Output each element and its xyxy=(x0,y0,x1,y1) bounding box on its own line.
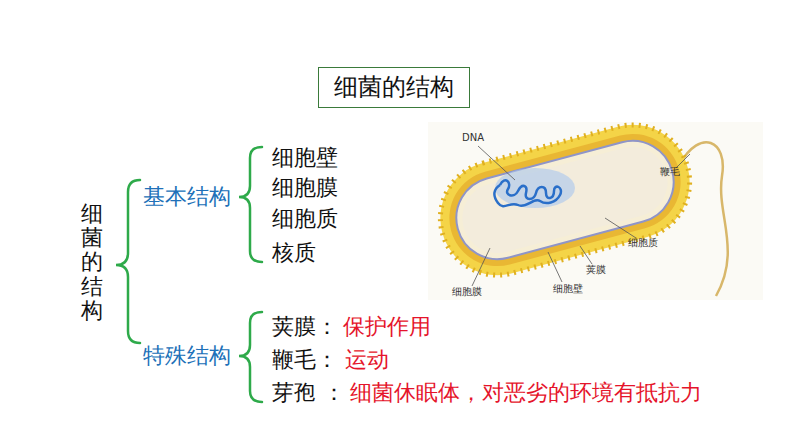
nucleoid xyxy=(495,168,575,208)
category-label: 基本结构 xyxy=(143,184,231,210)
capsule xyxy=(428,112,703,288)
bacterium-figure xyxy=(428,112,763,300)
part-label: 细胞壁 xyxy=(553,283,583,295)
brace xyxy=(239,147,262,262)
leader-line xyxy=(676,154,690,168)
category-label: 特殊结构 xyxy=(143,343,231,369)
structure-name: 核质 xyxy=(272,240,316,266)
function-note: 保护作用 xyxy=(343,314,431,340)
part-label: 细胞膜 xyxy=(452,286,482,298)
leader-line xyxy=(478,146,515,180)
flagellum xyxy=(680,142,728,296)
vertical-heading: 细菌的结构 xyxy=(81,202,103,323)
leader-line xyxy=(580,246,592,264)
title-text: 细菌的结构 xyxy=(334,73,454,102)
cell-membrane xyxy=(447,132,683,269)
part-label: DNA xyxy=(462,132,484,144)
leader-line xyxy=(472,248,490,286)
function-note: 运动 xyxy=(345,347,389,373)
part-label: 鞭毛 xyxy=(660,166,680,178)
structure-name: 细胞质 xyxy=(272,206,338,232)
structure-name: 荚膜： xyxy=(272,314,338,340)
structure-name: 鞭毛： xyxy=(272,347,338,373)
cell-wall xyxy=(439,123,692,277)
leader-lines xyxy=(472,146,690,286)
brace xyxy=(239,312,262,402)
cell-body xyxy=(428,112,703,288)
dna-strand xyxy=(494,180,561,206)
structure-name: 芽孢 ： xyxy=(272,380,345,406)
structure-name: 细胞壁 xyxy=(272,145,338,171)
part-label: 荚膜 xyxy=(586,264,606,276)
brace xyxy=(116,180,140,343)
cytoplasm xyxy=(455,139,676,261)
leader-line xyxy=(605,218,636,238)
structure-name: 细胞膜 xyxy=(272,175,338,201)
figure-ground xyxy=(428,122,763,300)
part-label: 细胞质 xyxy=(628,237,658,249)
function-note: 细菌休眠体，对恶劣的环境有抵抗力 xyxy=(350,380,702,406)
leader-line xyxy=(548,252,562,282)
brackets xyxy=(116,147,262,402)
title-box: 细菌的结构 xyxy=(318,67,470,108)
